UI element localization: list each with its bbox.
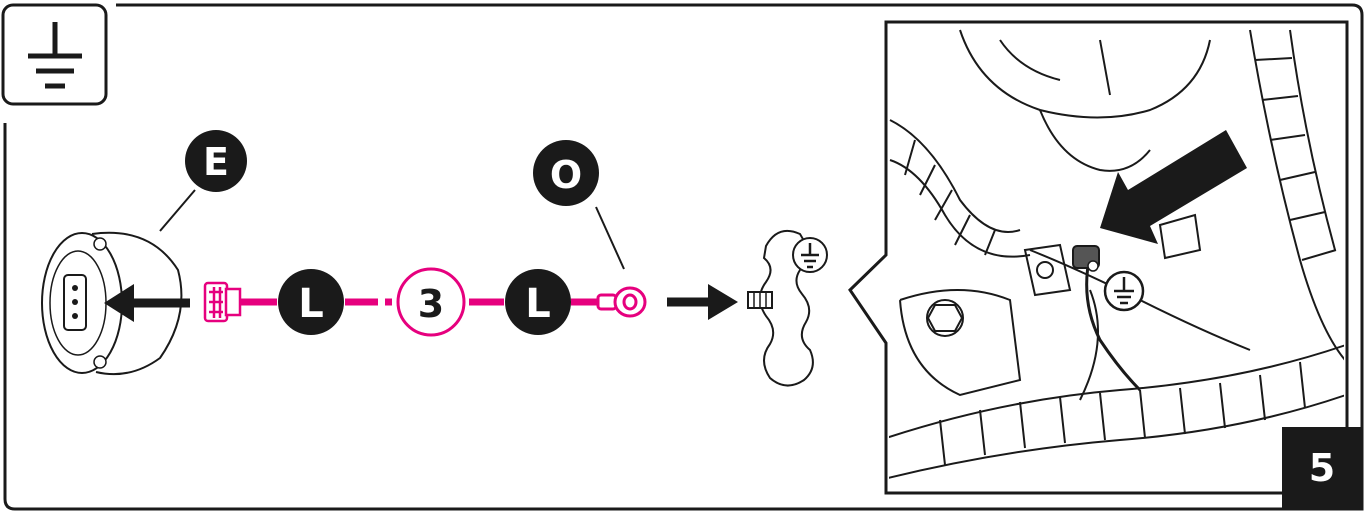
- frame-border: [3, 3, 1364, 511]
- terminal-ref-label: O: [550, 153, 582, 197]
- connector-leader-line: [159, 189, 196, 232]
- ground-point-icon: [1072, 245, 1100, 272]
- direction-arrow-icon: [667, 284, 738, 320]
- insert-arrow-icon: [104, 284, 190, 322]
- connector-icon: [41, 231, 183, 376]
- engine-bay-illustration: [889, 29, 1344, 479]
- wire-ref-label-1: L: [298, 281, 324, 327]
- step-number: 5: [1308, 446, 1336, 490]
- pointer-arrow-icon: [1100, 130, 1247, 244]
- wire-length-label: 3: [418, 282, 444, 326]
- badge-L-1: L: [278, 269, 344, 335]
- bracket-ground-icon: [792, 237, 828, 273]
- terminal-leader-line: [595, 206, 625, 270]
- step-number-badge: 5: [1282, 427, 1362, 509]
- plug-icon: [203, 281, 242, 323]
- wire-ref-label-2: L: [525, 281, 551, 327]
- badge-length: 3: [396, 267, 466, 337]
- badge-L-2: L: [505, 269, 571, 335]
- badge-E: E: [185, 130, 247, 192]
- badge-O: O: [533, 140, 599, 206]
- connector-ref-label: E: [203, 140, 229, 184]
- ring-terminal-icon: [596, 286, 647, 318]
- ground-symbol-icon: [1, 3, 108, 106]
- photo-ground-icon: [1103, 270, 1145, 312]
